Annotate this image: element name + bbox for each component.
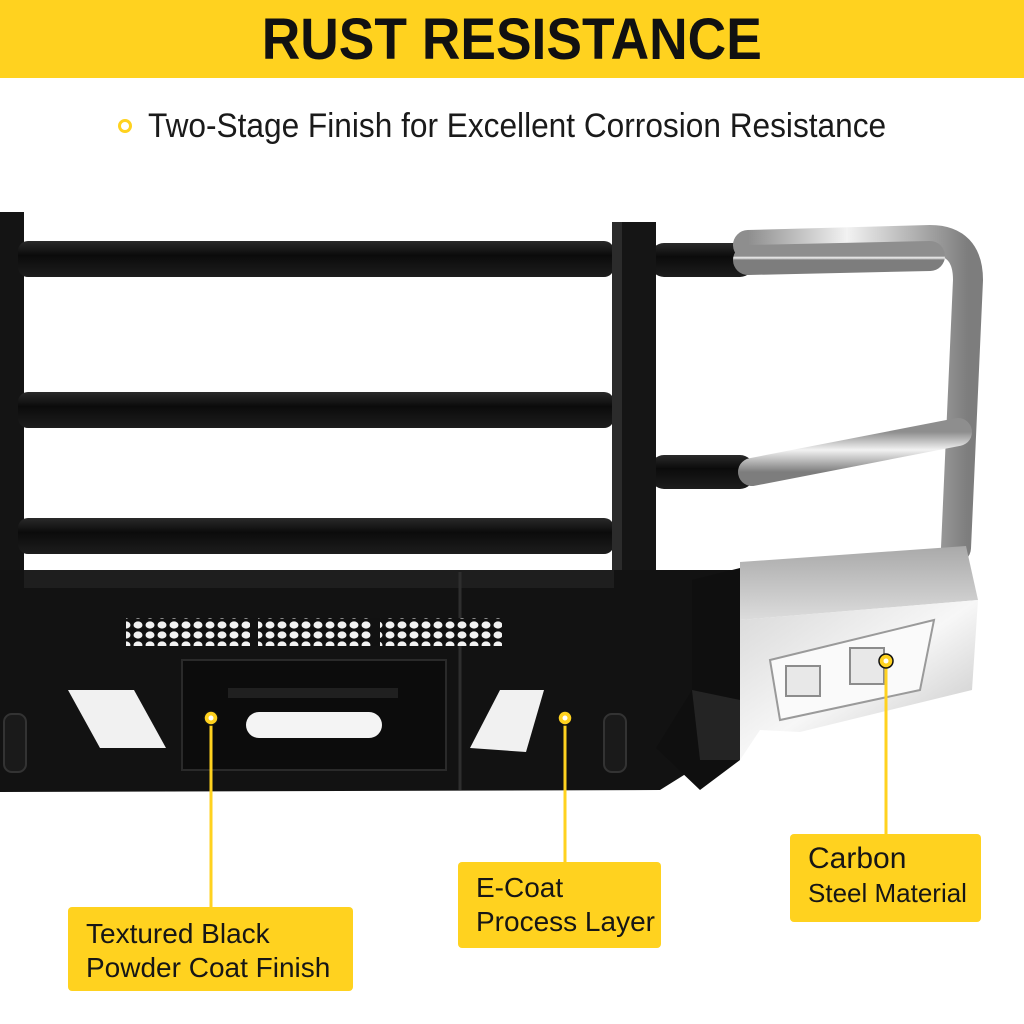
lower-tube	[18, 518, 614, 554]
right-shackle-mount	[603, 713, 627, 773]
steel-cross-tube	[738, 418, 972, 486]
honeycomb-grille	[126, 618, 502, 646]
callout-line: Powder Coat Finish	[86, 952, 331, 983]
ring-bullet-icon	[118, 119, 132, 133]
top-tube-right	[650, 243, 754, 277]
middle-tube-right	[650, 455, 754, 489]
callout-line: E-Coat	[476, 872, 564, 903]
feature-line: Two-Stage Finish for Excellent Corrosion…	[118, 104, 942, 148]
left-shackle-mount	[3, 713, 27, 773]
top-tube	[18, 241, 614, 277]
feature-text: Two-Stage Finish for Excellent Corrosion…	[148, 106, 887, 145]
right-light-cutout	[470, 690, 544, 752]
steel-wing-top	[740, 546, 978, 620]
callout-line: Process Layer	[476, 906, 655, 937]
callout-line: Carbon	[808, 842, 907, 875]
winch-slot	[246, 712, 382, 738]
callout-line: Textured Black	[86, 918, 270, 949]
callout-carbon-steel: Carbon Steel Material	[790, 834, 981, 922]
middle-tube	[18, 392, 614, 428]
title-banner: RUST RESISTANCE	[0, 0, 1024, 78]
left-light-cutout	[68, 690, 166, 748]
steel-hoop	[733, 224, 984, 563]
page-title: RUST RESISTANCE	[261, 6, 763, 72]
callout-powder-coat: Textured Black Powder Coat Finish	[68, 907, 353, 991]
callout-ecoat: E-Coat Process Layer	[458, 862, 661, 948]
callout-line: Steel Material	[808, 878, 967, 908]
